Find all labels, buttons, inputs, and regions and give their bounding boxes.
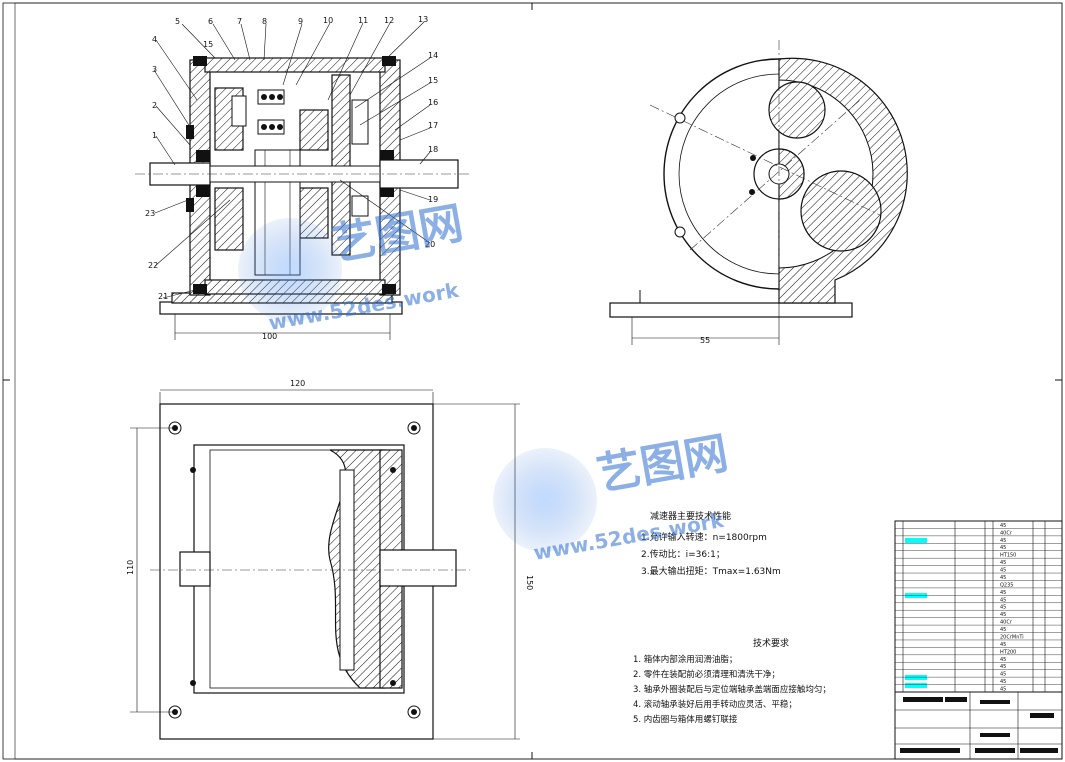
bom-material: 45 [1000,545,1006,551]
spec-line: 2.传动比：i=36:1； [641,548,725,560]
dimension-top-width: 120 [290,379,305,388]
bom-material: Q235 [1000,582,1013,588]
part-number: 4 [152,35,157,44]
part-number: 11 [358,16,368,25]
part-number: 15 [428,76,438,85]
bom-material: 45 [1000,560,1006,566]
tech-title: 技术要求 [753,637,789,649]
part-labels: 5 6 7 8 9 10 11 12 13 15 14 15 16 17 18 … [145,15,438,301]
bom-material: 45 [1000,679,1006,685]
part-number: 10 [323,16,333,25]
bom-material: 45 [1000,672,1006,678]
part-number: 7 [237,17,242,26]
part-number: 21 [158,292,168,301]
bom-material: 45 [1000,568,1006,574]
bom-material: 40Cr [1000,620,1013,626]
spec-line: 3.最大输出扭矩：Tmax=1.63Nm [641,565,781,577]
bom-material: 20CrMnTi [1000,634,1024,640]
part-number: 22 [148,261,158,270]
tech-line: 3. 轴承外圈装配后与定位端轴承盖端面应接触均匀； [633,684,831,695]
side-view [609,40,908,345]
bom-material: 45 [1000,687,1006,693]
part-number: 5 [175,17,180,26]
bom-material: 45 [1000,590,1006,596]
part-number: 15 [203,40,213,49]
top-view [130,389,520,740]
bom-material: 45 [1000,605,1006,611]
tech-line: 5. 内齿圈与箱体用螺钉联接 [633,714,738,725]
part-number: 3 [152,65,157,74]
tech-line: 1. 箱体内部涂用润滑油脂； [633,654,737,665]
watermark-brand: 艺图网 [593,428,732,501]
part-number: 17 [428,121,438,130]
bom-material: 45 [1000,657,1006,663]
part-number: 2 [152,101,157,110]
tech-line: 2. 零件在装配前必须清理和清洗干净； [633,669,780,680]
part-number: 9 [298,17,303,26]
dimension-side-offset: 55 [700,336,710,345]
technical-requirements: 技术要求 1. 箱体内部涂用润滑油脂； 2. 零件在装配前必须清理和清洗干净； … [633,637,831,725]
bom-material: 45 [1000,597,1006,603]
bom-material: 45 [1000,538,1006,544]
spec-block: 减速器主要技术性能 1.允许输入转速：n=1800rpm 2.传动比：i=36:… [641,510,781,577]
bom-material: 45 [1000,523,1006,529]
part-number: 6 [208,17,213,26]
dimension-front-width: 100 [262,332,277,341]
tech-line: 4. 滚动轴承装好后用手转动应灵活、平稳； [633,699,797,710]
bom-material: 45 [1000,664,1006,670]
spec-title: 减速器主要技术性能 [650,510,731,522]
part-number: 23 [145,209,155,218]
title-block: 4540Cr4545HT150454545Q2354545454540Cr452… [894,520,1063,760]
part-number: 20 [425,240,435,249]
part-number: 16 [428,98,438,107]
part-number: 19 [428,195,438,204]
part-number: 1 [152,131,157,140]
bom-material: 45 [1000,627,1006,633]
dimension-top-outer-height: 150 [525,575,534,590]
part-number: 12 [384,16,394,25]
part-number: 14 [428,51,438,60]
bom-material: 45 [1000,642,1006,648]
dimension-top-inner-height: 110 [126,560,135,575]
part-number: 18 [428,145,438,154]
inner-frame [14,2,1063,760]
bom-material: HT150 [1000,553,1016,559]
bom-material: 40Cr [1000,530,1013,536]
spec-line: 1.允许输入转速：n=1800rpm [641,531,767,543]
bom-material: 45 [1000,612,1006,618]
bom-material: HT200 [1000,649,1016,655]
part-number: 8 [262,17,267,26]
part-number: 13 [418,15,428,24]
bom-material: 45 [1000,575,1006,581]
watermark-2: 艺图网 www.52des.work [493,428,732,565]
